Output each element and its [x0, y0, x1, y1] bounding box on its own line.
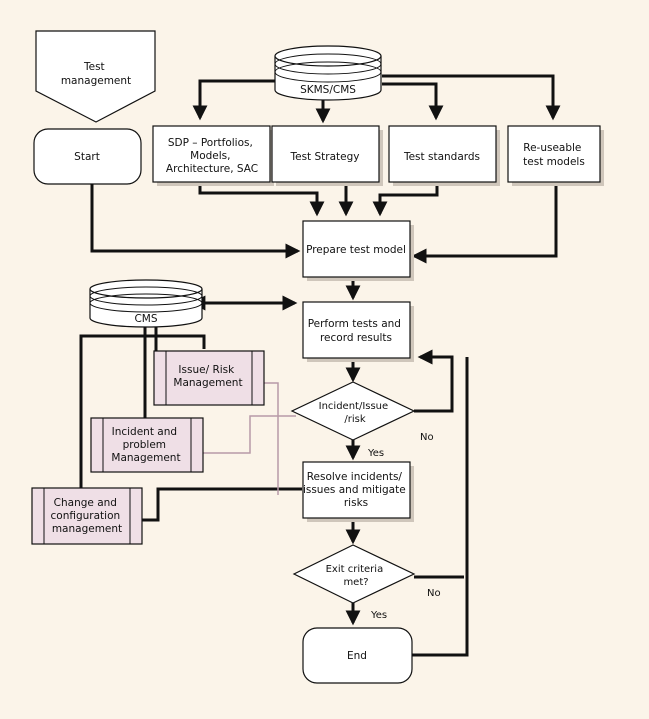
skms-cms-database: SKMS/CMS: [274, 45, 382, 101]
sdp-node: SDP – Portfolios, Models, Architecture, …: [152, 125, 274, 186]
end-node: End: [302, 627, 413, 684]
edge-skms-to-sdp: [192, 79, 275, 121]
reusable-test-models-label: Re-useable test models: [523, 142, 585, 168]
exit-criteria-label: Exit criteria met?: [326, 564, 387, 588]
incident-decision-label: Incident/Issue /risk: [319, 401, 392, 425]
link-incident-problem: [203, 415, 296, 454]
edge-skms-to-standards: [382, 82, 444, 121]
prepare-test-model-node: Prepare test model: [302, 220, 414, 281]
start-label: Start: [74, 151, 100, 163]
incident-problem-management-node: Incident and problem Management: [90, 417, 204, 473]
edge-resolve-change: [141, 487, 302, 522]
issue-risk-label: Issue/ Risk Management: [173, 364, 242, 389]
resolve-incidents-node: Resolve incidents/ issues and mitigate r…: [302, 461, 414, 522]
test-strategy-label: Test Strategy: [289, 151, 359, 163]
sdp-label: SDP – Portfolios, Models, Architecture, …: [166, 137, 258, 175]
perform-tests-label: Perform tests and record results: [308, 318, 405, 344]
resolve-label: Resolve incidents/ issues and mitigate r…: [303, 471, 409, 509]
incident-problem-label: Incident and problem Management: [111, 426, 180, 464]
connectors: [79, 74, 561, 657]
start-node: Start: [33, 128, 142, 185]
link-issue-risk: [264, 382, 279, 495]
test-standards-label: Test standards: [403, 151, 480, 163]
edge-reusable-to-prepare: [411, 184, 558, 264]
edge-cms-change: [79, 334, 206, 490]
change-config-label: Change and configuration management: [51, 497, 124, 535]
change-configuration-management-node: Change and configuration management: [31, 487, 143, 545]
test-management-node: Test management: [35, 30, 156, 123]
cms-database: CMS: [89, 279, 203, 328]
skms-cms-label: SKMS/CMS: [300, 84, 356, 96]
reusable-test-models-node: Re-useable test models: [507, 125, 604, 186]
edge-start-to-prepare: [90, 184, 301, 259]
edge-standards-to-prepare: [372, 183, 439, 217]
decision-no-label: No: [420, 432, 434, 443]
edge-end-loop: [412, 357, 469, 657]
edge-sdp-to-prepare: [198, 183, 325, 217]
test-management-label: Test management: [61, 61, 131, 87]
prepare-test-model-label: Prepare test model: [306, 244, 406, 256]
incident-decision-node: Incident/Issue /risk: [290, 381, 416, 441]
end-label: End: [347, 650, 367, 662]
decision-yes-label: Yes: [367, 448, 384, 459]
cms-label: CMS: [134, 313, 157, 325]
issue-risk-management-node: Issue/ Risk Management: [153, 350, 265, 406]
test-strategy-node: Test Strategy: [271, 125, 383, 186]
exit-criteria-decision-node: Exit criteria met?: [292, 544, 416, 604]
exit-yes-label: Yes: [370, 610, 387, 621]
test-standards-node: Test standards: [388, 125, 500, 186]
edge-skms-to-reusable: [382, 74, 561, 121]
perform-tests-node: Perform tests and record results: [302, 301, 414, 362]
edge-decision-no: [414, 349, 454, 413]
exit-no-label: No: [427, 588, 441, 599]
